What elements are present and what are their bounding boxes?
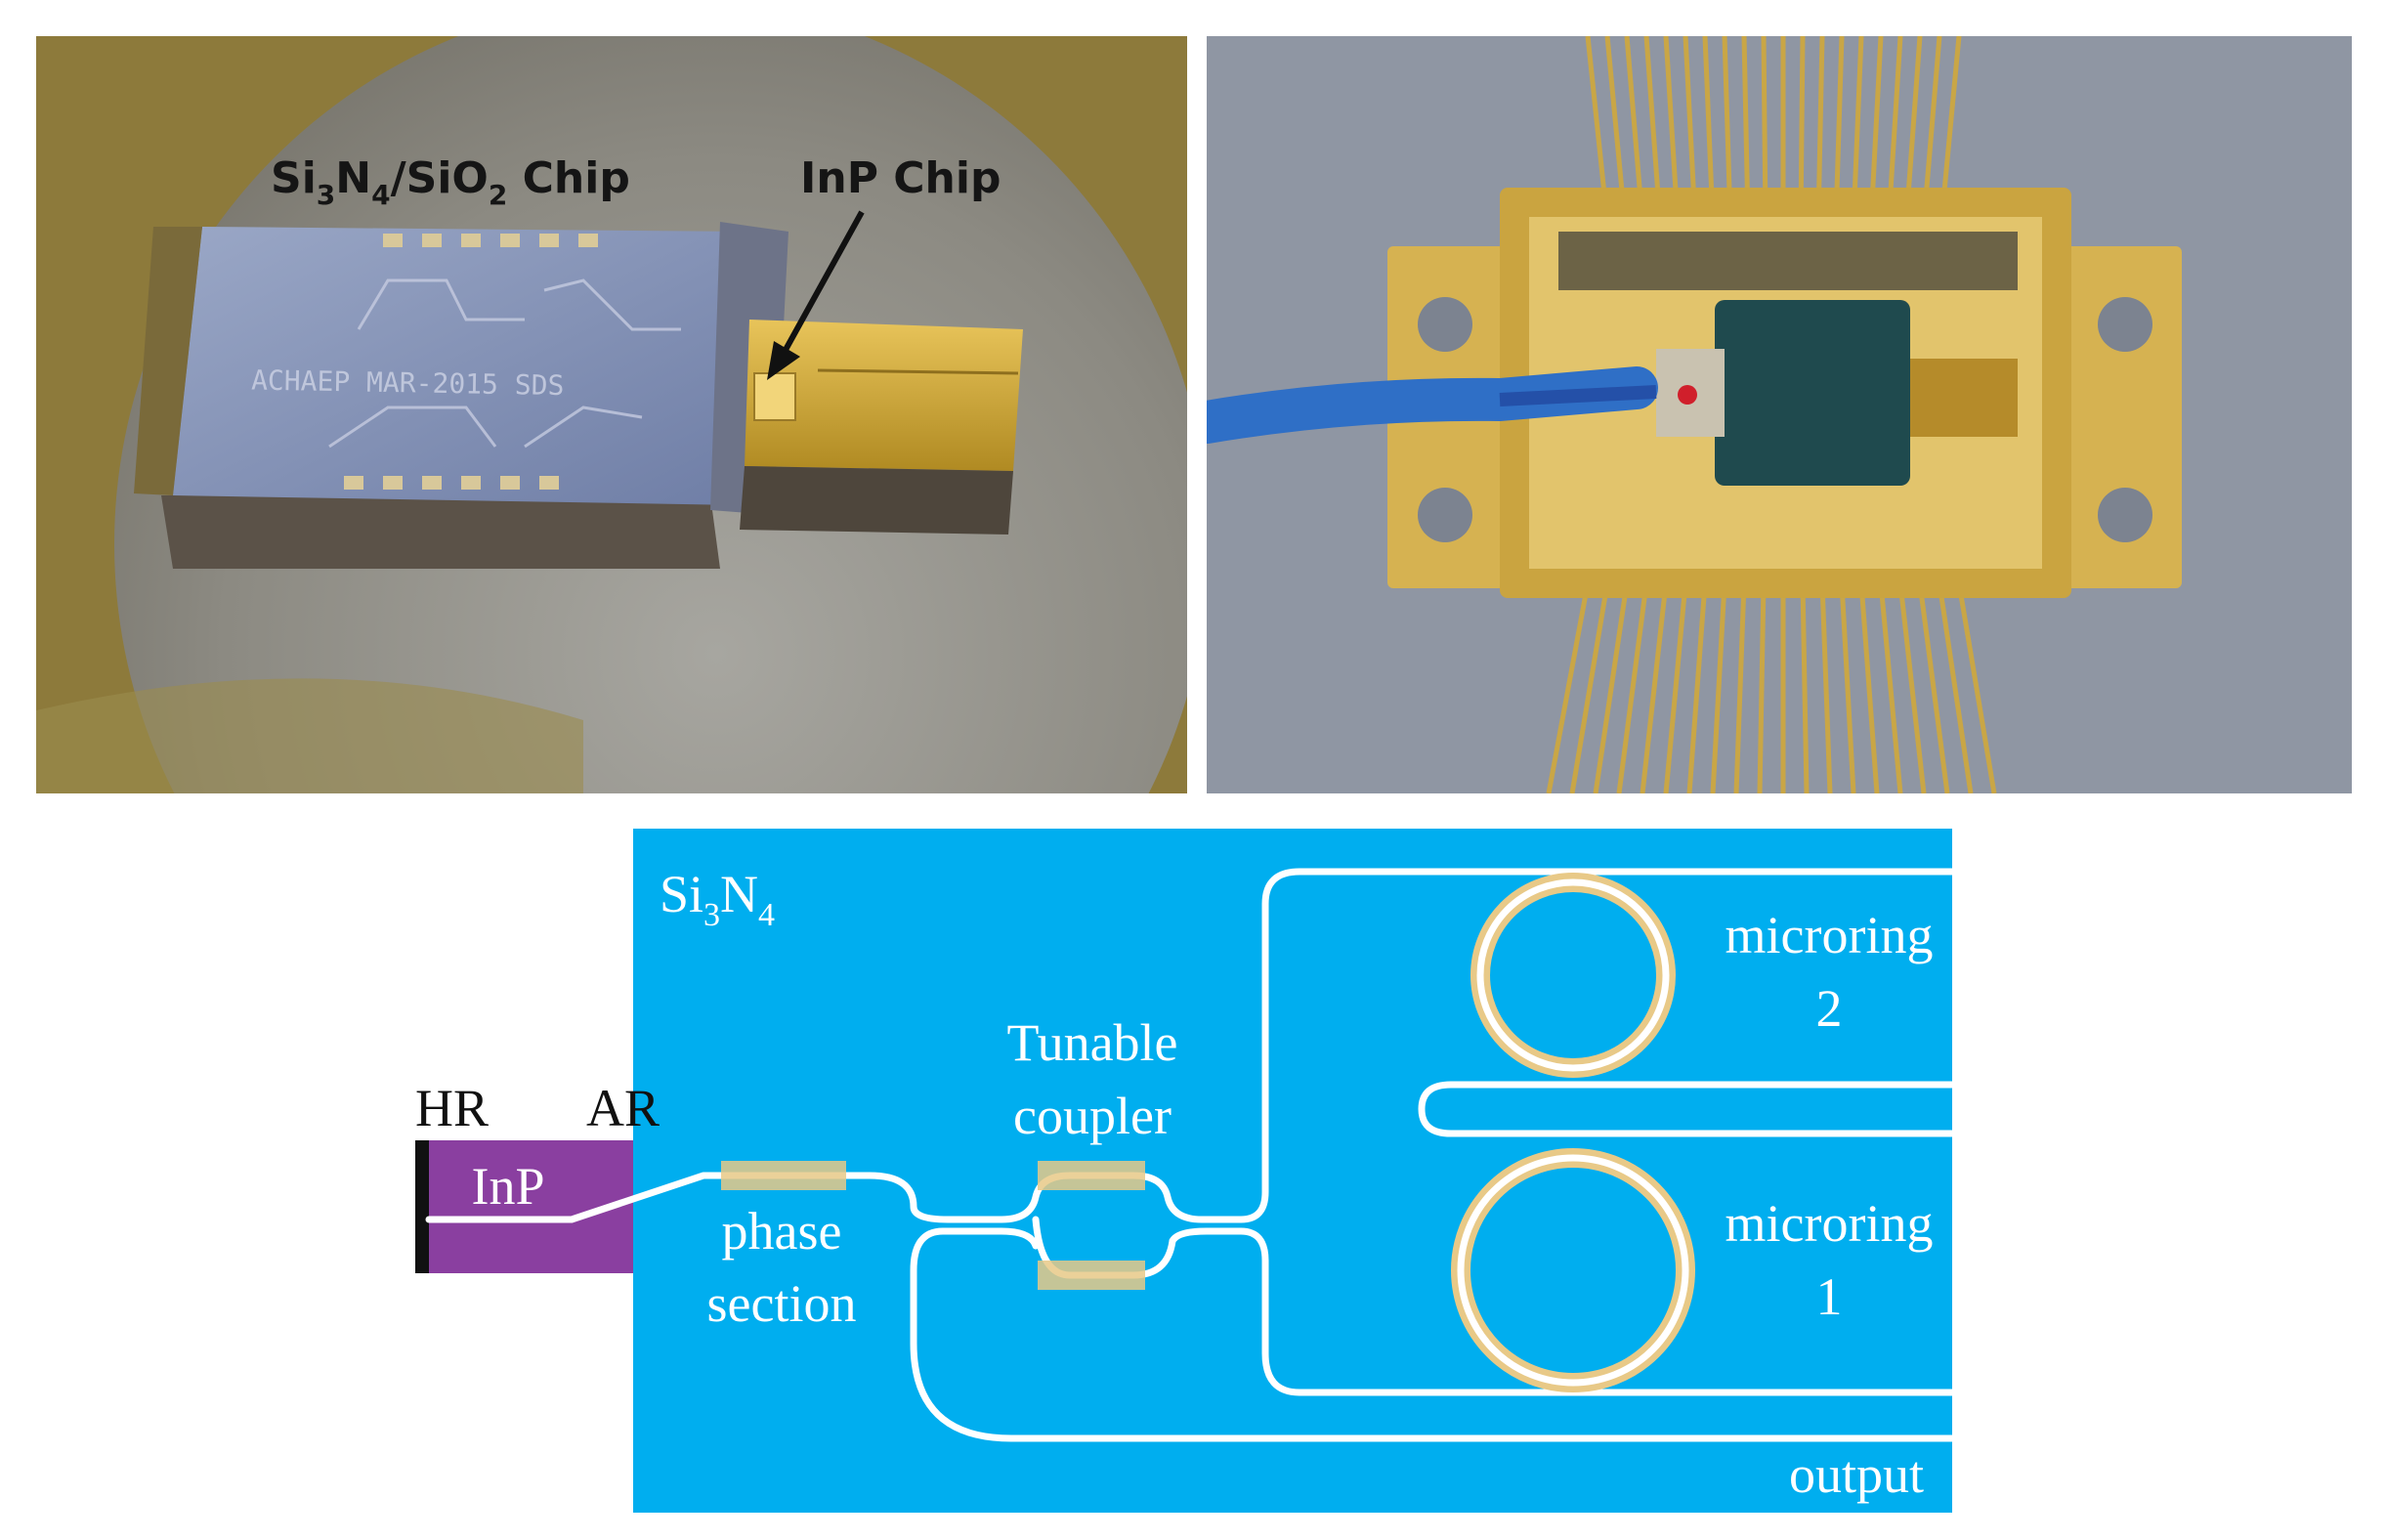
chip-pads <box>344 234 598 490</box>
label-tunable: Tunable <box>1006 1013 1177 1072</box>
label-output: output <box>1789 1445 1924 1504</box>
label-si3n4: Si3N4 <box>660 865 775 933</box>
label-microring-2: microring <box>1726 906 1934 964</box>
laser-schematic: Si3N4 phase section Tunable coupler micr… <box>0 811 2386 1540</box>
label-ar: AR <box>586 1079 660 1137</box>
mount-hole-top-left <box>1418 297 1472 352</box>
optical-fiber-ferrule <box>1499 385 1657 406</box>
inp-pointer-arrow-shaft <box>778 210 865 361</box>
mount-hole-bottom-left <box>1418 488 1472 542</box>
chip-engraving-text: ACHAEP MAR-2015 SDS <box>251 364 565 403</box>
output-waveguide <box>910 1227 1956 1442</box>
chip-left-edge <box>134 227 202 495</box>
microring-2 <box>1476 878 1670 1072</box>
label-microring-1: microring <box>1726 1194 1934 1253</box>
coupler-heater-lower <box>1038 1261 1145 1290</box>
inp-carrier-side <box>740 466 1013 535</box>
chip-base-side <box>161 495 720 569</box>
optical-fiber-jacket <box>1207 366 1658 444</box>
inp-waveguide-line <box>817 368 1019 375</box>
phase-section-heater <box>721 1161 846 1190</box>
label-hr: HR <box>415 1079 489 1137</box>
lower-bus-waveguide <box>1169 1227 1956 1396</box>
inp-chip-die <box>753 372 796 421</box>
label-inp: InP <box>471 1157 544 1216</box>
label-microring-1-number: 1 <box>1816 1267 1843 1326</box>
ring-loop-waveguide <box>1418 1081 1956 1137</box>
label-inp-chip: InP Chip <box>800 153 1001 203</box>
microring-1 <box>1457 1154 1689 1387</box>
schematic-drawing: Si3N4 phase section Tunable coupler micr… <box>415 829 1956 1513</box>
coupler-heater-upper <box>1038 1161 1145 1190</box>
hr-facet <box>415 1140 429 1273</box>
photo-hybrid-chip-on-coin: ACHAEP MAR-2015 SDS Si3N4/SiO2 Chip InP … <box>36 36 1187 793</box>
package-leads-bottom <box>1546 582 1997 793</box>
label-microring-2-number: 2 <box>1816 979 1843 1038</box>
package-internal-pins <box>1558 232 2018 290</box>
label-section: section <box>707 1274 857 1333</box>
photo-package-illustration <box>1207 36 2352 793</box>
si3n4-chip-surface <box>173 227 749 505</box>
inp-chip-carrier <box>745 320 1023 471</box>
coin-rim-shadow <box>36 678 583 793</box>
label-si3n4-sio2-chip: Si3N4/SiO2 Chip <box>271 153 630 211</box>
chip-circuit-traces <box>328 278 681 449</box>
laser-chip-assembly <box>1715 300 1910 486</box>
photo-packaged-laser-module <box>1207 36 2352 793</box>
mount-hole-bottom-right <box>2098 488 2152 542</box>
mount-hole-top-right <box>2098 297 2152 352</box>
rf-board <box>1910 359 2018 437</box>
photo-hybrid-chip-illustration: ACHAEP MAR-2015 SDS Si3N4/SiO2 Chip InP … <box>36 36 1187 793</box>
label-coupler: coupler <box>1013 1087 1172 1145</box>
si3n4-substrate <box>633 829 1952 1513</box>
inp-pointer-arrow-head <box>767 341 800 380</box>
package-flange-right <box>2065 246 2182 588</box>
inp-gain-section <box>415 1140 633 1273</box>
laser-emission-dot <box>1678 385 1697 405</box>
label-phase: phase <box>722 1202 842 1261</box>
